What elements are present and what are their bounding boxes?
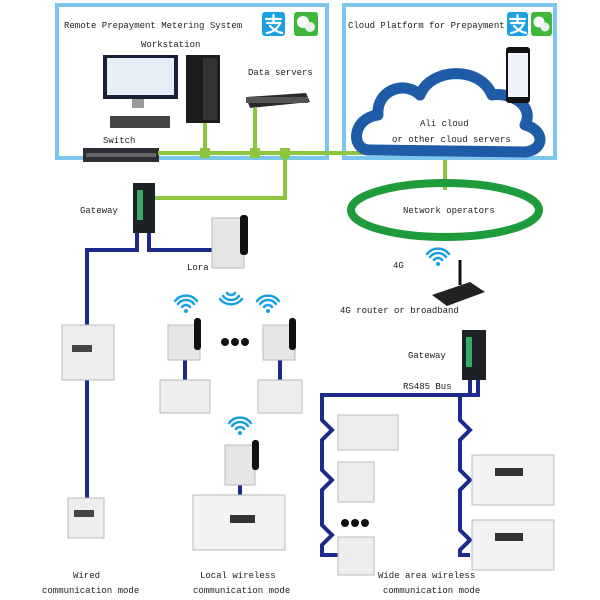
- rs485-meter: [337, 414, 399, 451]
- wechat-icon: [294, 12, 318, 36]
- lora-meter: [192, 440, 286, 551]
- rs485-meter: [337, 536, 375, 576]
- right-panel-title: Cloud Platform for Prepayment: [348, 21, 505, 31]
- rs485-label: RS485 Bus: [403, 382, 452, 392]
- gateway-right-label: Gateway: [408, 351, 446, 361]
- lora-meter: [257, 318, 303, 414]
- fourg-label: 4G: [393, 261, 404, 271]
- router-label: 4G router or broadband: [340, 306, 459, 316]
- cloud-icon: [351, 68, 546, 158]
- gateway-device-left: [133, 183, 155, 233]
- ellipsis-dots: [341, 519, 369, 527]
- monitor-icon: [103, 55, 178, 128]
- gateway-device-right: [462, 330, 486, 380]
- lora-meter: [211, 215, 248, 269]
- server-icon: [246, 93, 310, 108]
- ellipsis-dots: [221, 338, 249, 346]
- alipay-icon: [262, 12, 285, 36]
- wired-meter: [61, 324, 115, 381]
- wide-mode-line1: Wide area wireless: [378, 571, 475, 581]
- left-panel-title: Remote Prepayment Metering System: [64, 21, 242, 31]
- local-mode-line1: Local wireless: [200, 571, 276, 581]
- right-panel: [342, 3, 557, 160]
- cloud-line2: or other cloud servers: [392, 135, 511, 145]
- wifi-icon: [227, 416, 253, 431]
- data-servers-label: Data servers: [248, 68, 313, 78]
- phone-icon: [506, 47, 530, 103]
- wifi-icon: [218, 291, 244, 306]
- switch-label: Switch: [103, 136, 135, 146]
- switch-icon: [83, 148, 159, 162]
- local-mode-line2: communication mode: [193, 586, 290, 596]
- left-panel: [55, 3, 329, 160]
- alipay-icon: [507, 12, 528, 36]
- cloud-line1: Ali cloud: [420, 119, 469, 129]
- wide-mode-line2: communication mode: [383, 586, 480, 596]
- router-icon: [432, 260, 485, 306]
- rs485-meter: [337, 461, 375, 503]
- ethernet-junction: [280, 148, 290, 158]
- rs485-meter: [471, 519, 555, 571]
- wired-mode-line1: Wired: [73, 571, 100, 581]
- workstation-label: Workstation: [141, 40, 200, 50]
- ethernet-junction: [250, 148, 260, 158]
- wifi-icon: [255, 294, 281, 309]
- lora-meter: [159, 318, 211, 414]
- network-ring: [347, 179, 543, 241]
- gateway-left-label: Gateway: [80, 206, 118, 216]
- pc-tower-icon: [186, 55, 220, 123]
- wired-mode-line2: communication mode: [42, 586, 139, 596]
- wechat-icon: [531, 12, 552, 36]
- lora-label: Lora: [187, 263, 209, 273]
- network-label: Network operators: [403, 206, 495, 216]
- wired-meter: [67, 497, 105, 539]
- rs485-meter: [471, 454, 555, 506]
- ethernet-junction: [200, 148, 210, 158]
- wifi-icon: [425, 247, 451, 262]
- wifi-icon: [173, 294, 199, 309]
